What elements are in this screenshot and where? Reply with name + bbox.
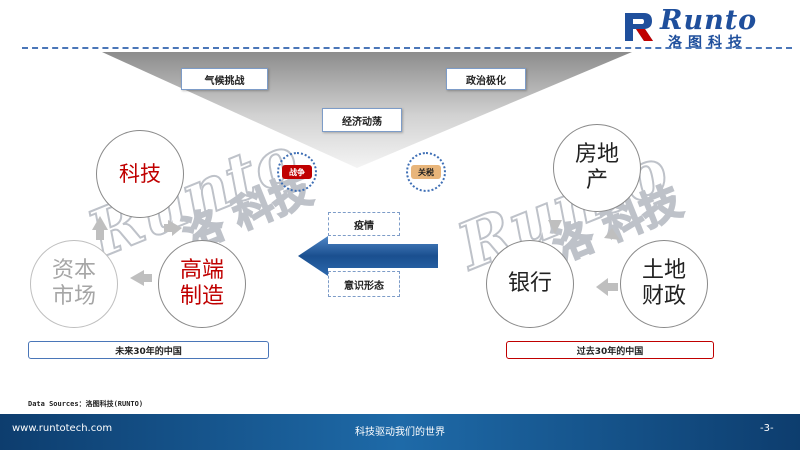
- label-epidemic: 疫情: [328, 212, 400, 236]
- circle-land-finance: 土地 财政: [620, 240, 708, 328]
- badge-war: 战争: [277, 152, 317, 192]
- tag-politics: 政治极化: [446, 68, 526, 90]
- badge-tariff-label: 关税: [411, 165, 441, 179]
- circle-capital-market: 资本 市场: [30, 240, 118, 328]
- circle-manufacturing: 高端 制造: [158, 240, 246, 328]
- logo-english: Runto: [660, 5, 758, 36]
- footer-bar: [0, 414, 800, 450]
- badge-war-label: 战争: [282, 165, 312, 179]
- circle-realestate: 房地 产: [553, 124, 641, 212]
- logo-chinese: 洛图科技: [668, 35, 748, 51]
- tag-climate: 气候挑战: [181, 68, 268, 90]
- runto-logo-mark-icon: [625, 13, 653, 41]
- caption-past: 过去30年的中国: [506, 341, 714, 359]
- badge-tariff: 关税: [406, 152, 446, 192]
- runto-logo: Runto 洛图科技: [622, 5, 792, 51]
- future-cycle-arrows: [92, 216, 182, 286]
- page-number: -3-: [760, 423, 774, 434]
- footer-slogan: 科技驱动我们的世界: [355, 427, 445, 438]
- header-divider: [22, 47, 792, 49]
- circle-tech: 科技: [96, 130, 184, 218]
- tag-economy: 经济动荡: [322, 108, 402, 132]
- circle-bank: 银行: [486, 240, 574, 328]
- data-source: Data Sources：洛图科技(RUNTO): [28, 400, 144, 408]
- label-ideology: 意识形态: [328, 271, 400, 297]
- center-arrow: [298, 236, 438, 276]
- caption-future: 未来30年的中国: [28, 341, 269, 359]
- footer-url[interactable]: www.runtotech.com: [12, 423, 113, 434]
- past-cycle-arrows: [548, 220, 620, 296]
